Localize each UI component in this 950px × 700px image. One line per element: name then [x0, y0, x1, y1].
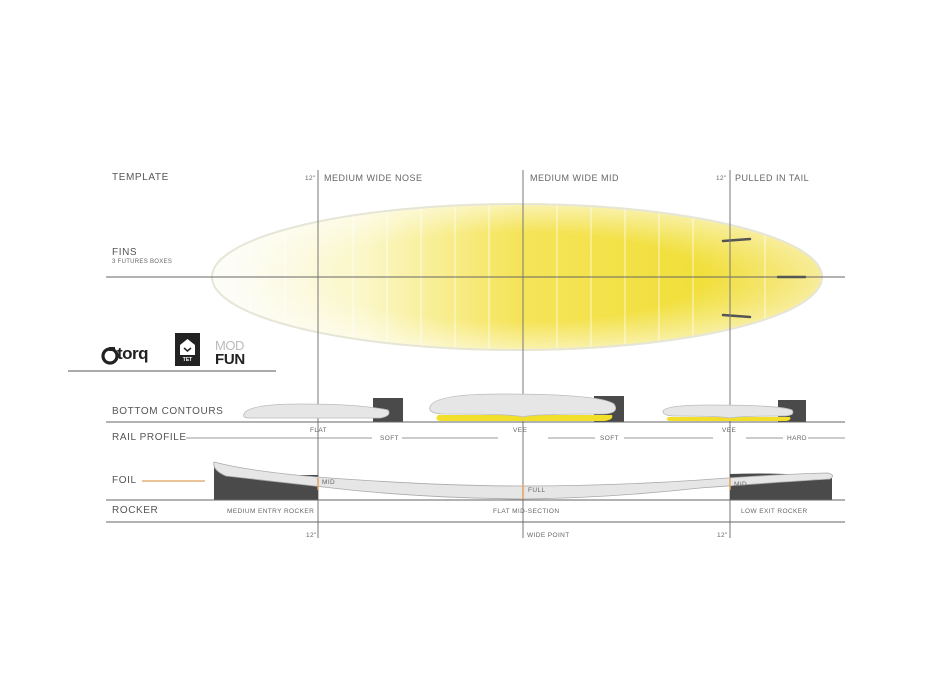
template-tail-label: PULLED IN TAIL	[735, 173, 810, 183]
rail-hard-label: HARD	[787, 435, 808, 442]
fin-boxes	[721, 237, 807, 319]
rocker-tail-label: LOW EXIT ROCKER	[741, 508, 808, 515]
foil-tail-label: MID	[734, 481, 748, 488]
foil-mid-label: FULL	[528, 487, 546, 494]
template-mid-label: MEDIUM WIDE MID	[530, 173, 619, 183]
section-rail-profile: RAIL PROFILE	[112, 432, 187, 443]
torq-logo-text: torq	[117, 344, 149, 363]
wide-point-label: WIDE POINT	[527, 532, 570, 539]
tet-logo-text: TET	[182, 357, 193, 363]
section-template: TEMPLATE	[112, 172, 169, 183]
foil-nose-label: MID	[322, 479, 336, 486]
template-nose-label: MEDIUM WIDE NOSE	[324, 173, 423, 183]
rocker-nose-label: MEDIUM ENTRY ROCKER	[227, 508, 315, 515]
section-fins: FINS	[112, 247, 138, 258]
bottom-tail-label: VEE	[722, 427, 737, 434]
rail-soft-label-2: SOFT	[600, 435, 619, 442]
section-foil: FOIL	[112, 475, 137, 486]
bottom-nose-measure: 12"	[306, 532, 317, 539]
bottom-tail-measure: 12"	[717, 532, 728, 539]
tet-logo-mark	[180, 339, 195, 355]
rail-soft-label-1: SOFT	[380, 435, 399, 442]
section-rocker: ROCKER	[112, 505, 159, 516]
modfun-logo-bottom: FUN	[215, 351, 245, 368]
tet-logo: TET	[175, 333, 200, 366]
rocker-mid-label: FLAT MID-SECTION	[493, 508, 560, 515]
fins-subtitle: 3 FUTURES BOXES	[112, 259, 173, 265]
torq-logo-mark	[101, 347, 119, 365]
template-tail-measure: 12"	[716, 175, 727, 182]
fin-box-left	[721, 237, 752, 243]
bottom-nose-label: FLAT	[310, 427, 328, 434]
modfun-logo-top: MOD	[215, 338, 244, 353]
foil-profile	[213, 461, 833, 500]
fin-box-right	[721, 313, 752, 319]
modfun-logo: MOD FUN	[215, 339, 245, 367]
bottom-mid-label: VEE	[513, 427, 528, 434]
template-nose-measure: 12"	[305, 175, 316, 182]
section-bottom-contours: BOTTOM CONTOURS	[112, 406, 224, 417]
bottom-contours	[243, 393, 806, 422]
